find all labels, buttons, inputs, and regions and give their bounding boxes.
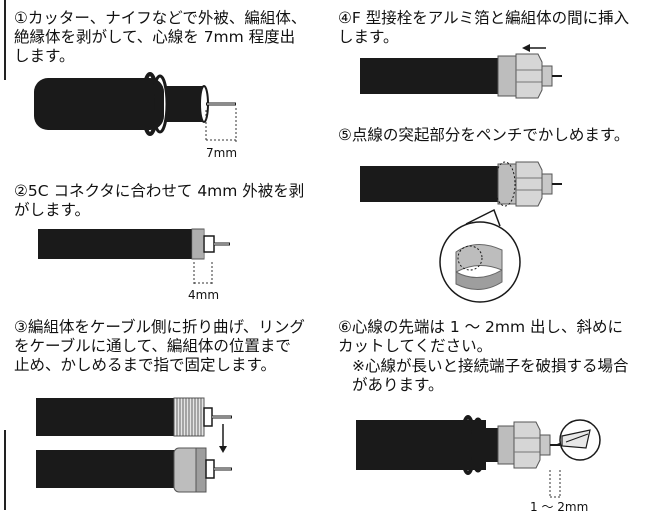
step-6-dimension-label: 1 ～ 2mm <box>530 500 589 514</box>
step-1-text: ①カッター、ナイフなどで外被、編組体、 絶縁体を剥がして、心線を 7mm 程度出… <box>14 9 307 65</box>
step-3-text: ③編組体をケーブル側に折り曲げ、リング をケーブルに通して、編組体の位置まで 止… <box>14 318 305 374</box>
step-6-note: ※心線が長いと接続端子を破損する場合 があります。 <box>352 357 629 394</box>
step-4-text: ④F 型接栓をアルミ箔と編組体の間に挿入 します。 <box>338 9 630 46</box>
step-2-text: ②5C コネクタに合わせて 4mm 外被を剥 がします。 <box>14 182 305 219</box>
step-1-dimension-label: 7mm <box>206 146 238 160</box>
step-5-text: ⑤点線の突起部分をペンチでかしめます。 <box>338 126 630 144</box>
step-6-text: ⑥心線の先端は 1 ～ 2mm 出し、斜めに カットしてください。 <box>338 318 624 355</box>
left-margin-bar-top <box>4 0 6 80</box>
step-2-dimension-label: 4mm <box>188 288 220 302</box>
left-margin-bar-bottom <box>4 430 6 510</box>
